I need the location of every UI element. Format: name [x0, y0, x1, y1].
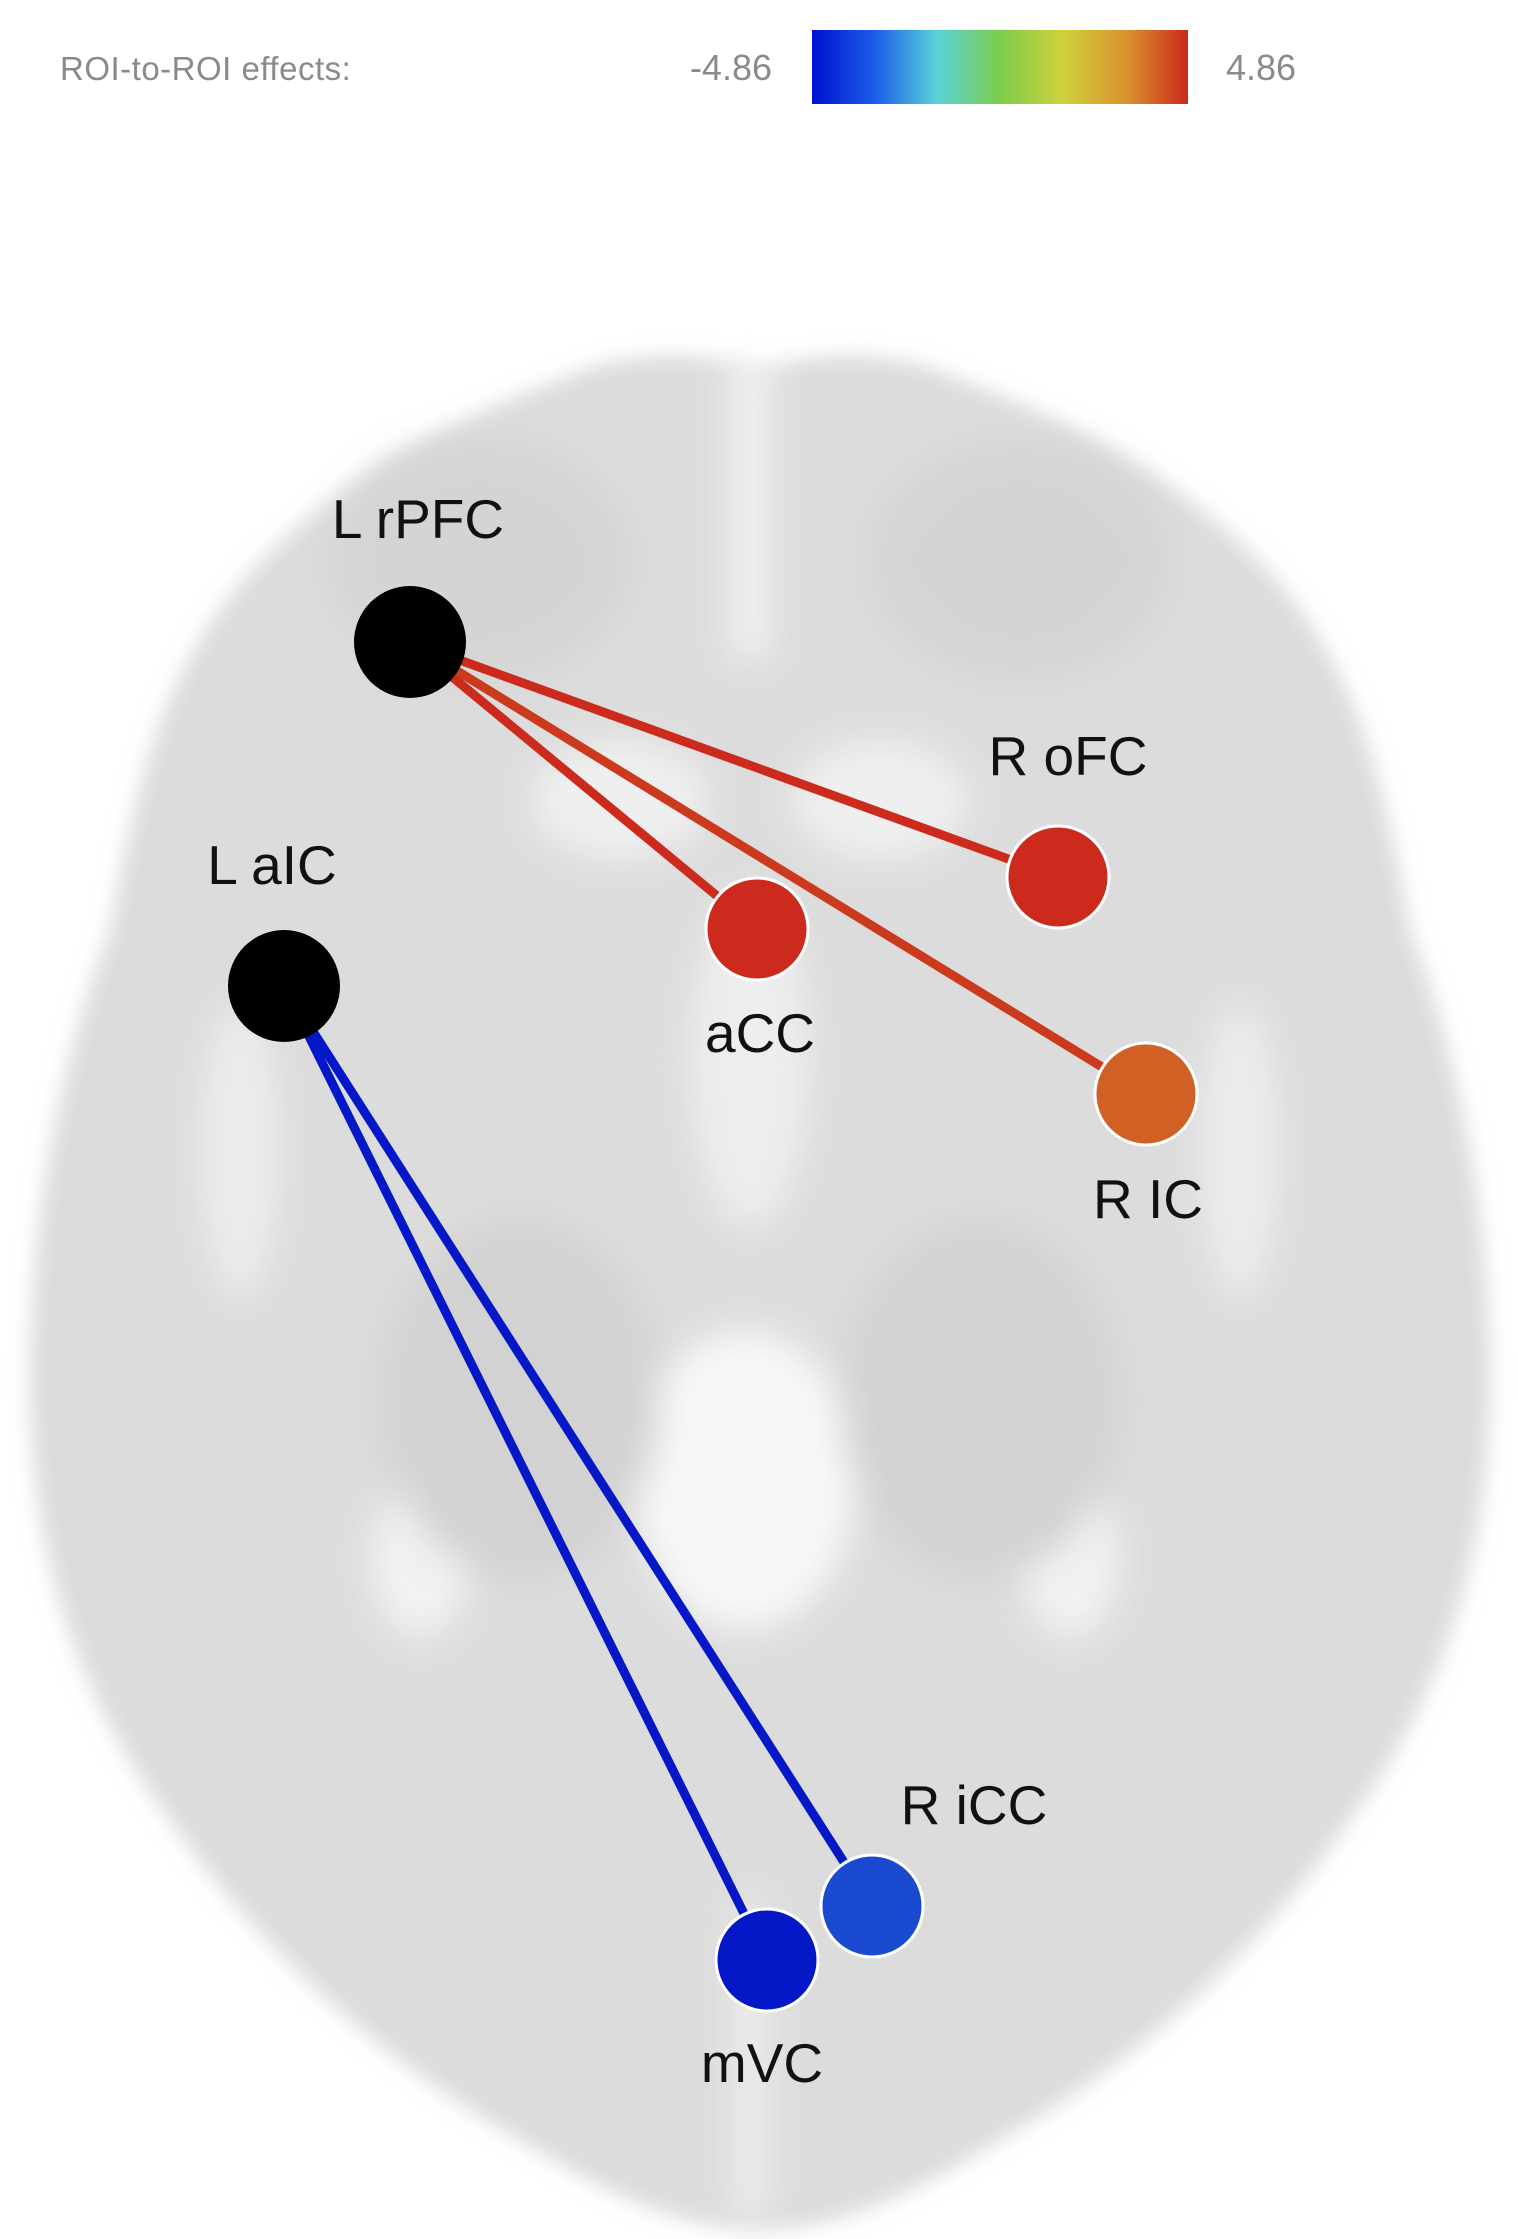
edge-lalc-mvc	[279, 981, 772, 1965]
node-ric	[1093, 1041, 1199, 1147]
legend-title: ROI-to-ROI effects:	[60, 50, 351, 87]
colorbar	[812, 30, 1188, 104]
node-label-lrpfc: L rPFC	[332, 488, 504, 550]
node-rofc	[1005, 824, 1111, 930]
node-acc	[704, 876, 810, 982]
brain-background	[30, 356, 1490, 2230]
node-label-ricc: R iCC	[901, 1774, 1048, 1836]
edge-lrpfc-ric	[405, 637, 1151, 1099]
legend-min-label: -4.86	[690, 47, 772, 88]
node-mvc	[714, 1907, 820, 2013]
node-lrpfc	[354, 586, 466, 698]
edge-lrpfc-acc	[405, 637, 762, 934]
node-label-rofc: R oFC	[989, 725, 1148, 787]
node-lalc	[228, 930, 340, 1042]
edge-lalc-ricc	[279, 981, 877, 1911]
node-label-lalc: L aIC	[207, 834, 336, 896]
legend-max-label: 4.86	[1226, 47, 1296, 88]
edges	[279, 637, 1151, 1965]
edge-lrpfc-rofc	[405, 637, 1063, 882]
nodes: L rPFC L aIC R oFC aCC R IC R iCC mVC	[207, 488, 1203, 2094]
node-label-ric: R IC	[1093, 1168, 1203, 1230]
node-label-acc: aCC	[705, 1002, 815, 1064]
node-ricc	[819, 1853, 925, 1959]
legend: ROI-to-ROI effects: -4.86 4.86	[60, 30, 1296, 104]
node-label-mvc: mVC	[701, 2032, 823, 2094]
